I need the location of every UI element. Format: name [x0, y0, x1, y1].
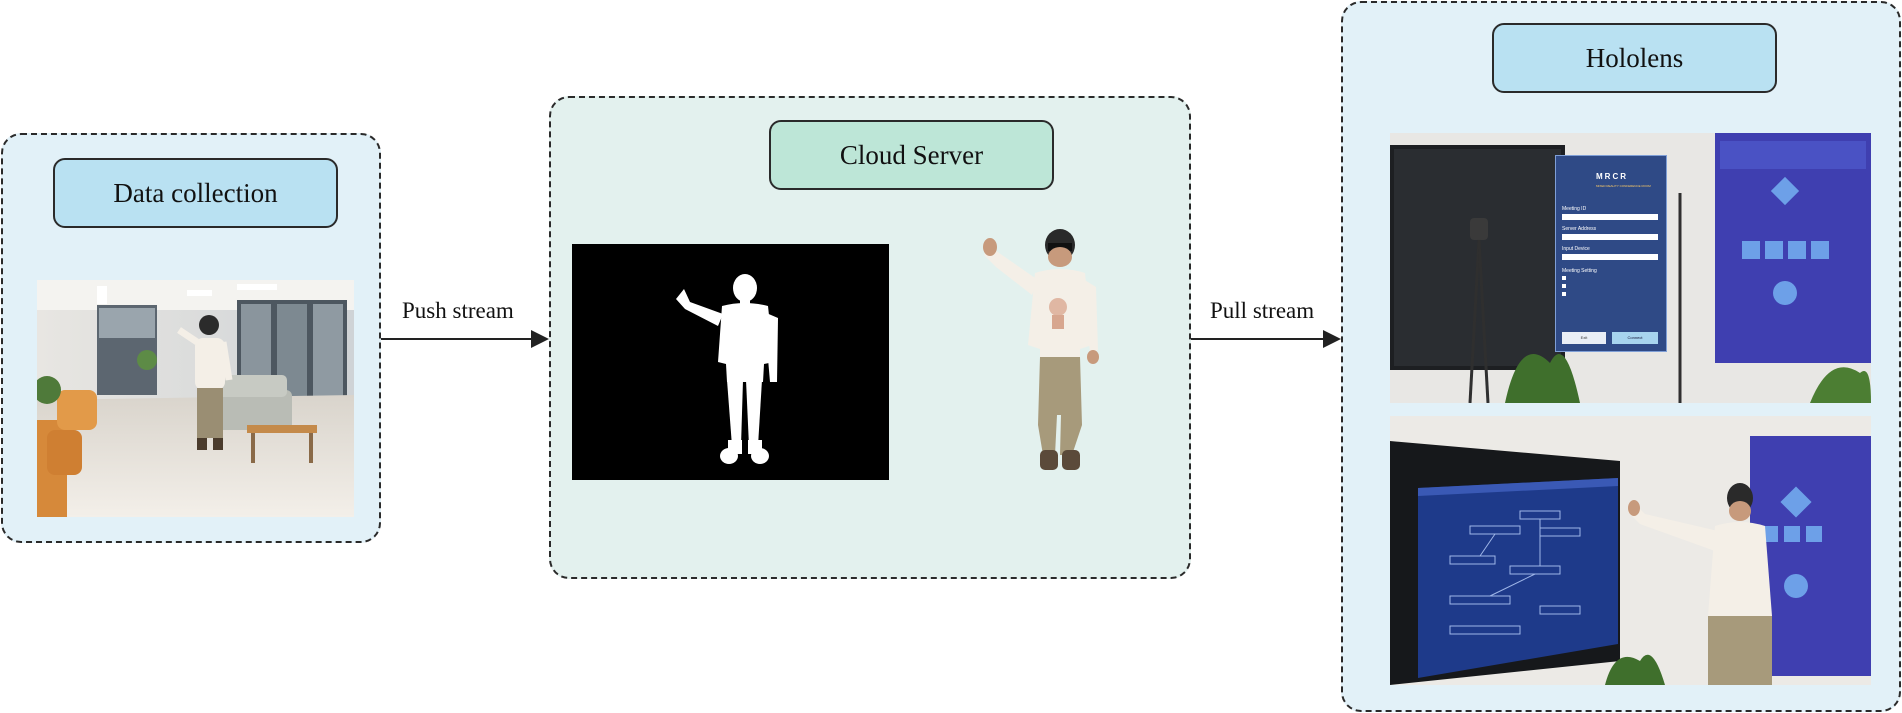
- pull-stream-label: Pull stream: [1210, 298, 1315, 323]
- office-photo: [37, 280, 354, 517]
- setting-checkbox-3[interactable]: [1562, 292, 1566, 296]
- mrcr-subtitle: MIXED REALITY CONFERENCE ROOM: [1596, 184, 1651, 188]
- pull-stream-arrow: [1191, 330, 1341, 348]
- segmented-person: [940, 225, 1115, 535]
- hololens-login-capture: MRCR MIXED REALITY CONFERENCE ROOM Meeti…: [1390, 133, 1871, 403]
- hololens-title: Hololens: [1492, 23, 1777, 93]
- input-device-label: Input Device: [1562, 246, 1590, 252]
- meeting-id-field[interactable]: [1562, 214, 1658, 220]
- push-stream-label: Push stream: [402, 298, 514, 323]
- data-collection-title: Data collection: [53, 158, 338, 228]
- input-device-field[interactable]: [1562, 254, 1658, 260]
- server-address-field[interactable]: [1562, 234, 1658, 240]
- meeting-id-label: Meeting ID: [1562, 206, 1587, 212]
- segmentation-mask: [572, 244, 889, 480]
- mrcr-logo: MRCR: [1596, 172, 1628, 181]
- exit-button[interactable]: Exit: [1562, 332, 1606, 344]
- cloud-server-title: Cloud Server: [769, 120, 1054, 190]
- hololens-presentation-capture: [1390, 416, 1871, 685]
- setting-checkbox-1[interactable]: [1562, 276, 1566, 280]
- mrcr-dialog: MRCR MIXED REALITY CONFERENCE ROOM Meeti…: [1555, 155, 1667, 352]
- connect-button[interactable]: Connect: [1612, 332, 1658, 344]
- server-address-label: Server Address: [1562, 226, 1597, 232]
- meeting-setting-label: Meeting Setting: [1562, 268, 1597, 274]
- setting-checkbox-2[interactable]: [1562, 284, 1566, 288]
- push-stream-arrow: [381, 330, 549, 348]
